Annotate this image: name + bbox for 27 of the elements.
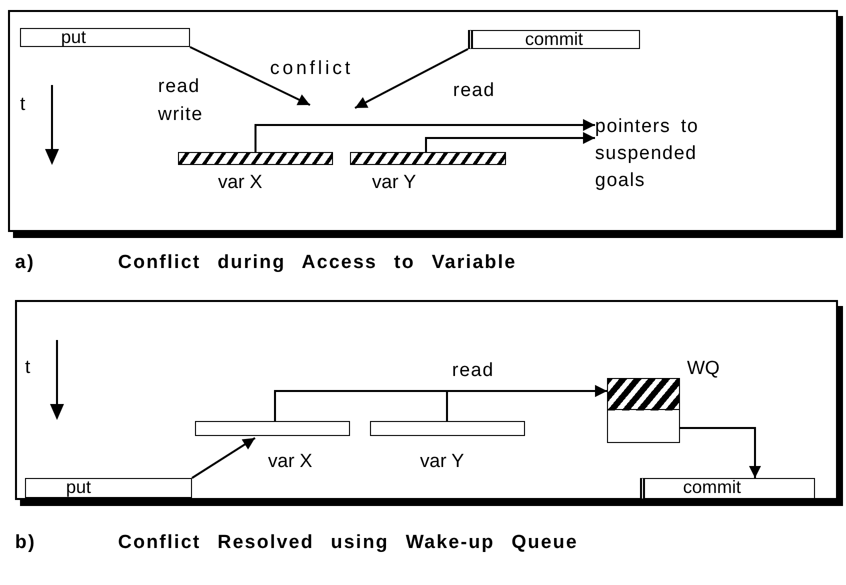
edge-label: read <box>452 359 496 383</box>
process-box: commit <box>468 30 640 49</box>
arrow <box>425 132 595 152</box>
edge-label: read <box>453 79 496 103</box>
variable-label: var Y <box>420 451 464 473</box>
panel-letter: a) <box>15 252 35 274</box>
conflict-label: conflict <box>270 58 354 80</box>
arrow <box>190 46 310 106</box>
process-box: put <box>25 478 192 498</box>
arrow <box>354 48 468 109</box>
queue-label: WQ <box>687 358 720 380</box>
variable-label: var X <box>218 172 262 194</box>
arrow <box>680 427 761 478</box>
panel-letter: b) <box>15 532 36 554</box>
variable-label: var X <box>268 451 312 473</box>
panel-caption: Conflict during Access to Variable <box>118 252 517 274</box>
time-label: t <box>25 357 30 379</box>
variable-label: var Y <box>372 172 416 194</box>
time-label: t <box>20 94 26 116</box>
edge-label: read write <box>158 75 204 127</box>
process-box: put <box>20 28 190 47</box>
arrow <box>191 437 256 479</box>
annotation-text: pointers to suspended goals <box>595 113 745 194</box>
process-box: commit <box>640 478 815 499</box>
arrow <box>446 385 607 421</box>
arrow <box>254 119 595 152</box>
panel-caption: Conflict Resolved using Wake-up Queue <box>118 532 578 554</box>
